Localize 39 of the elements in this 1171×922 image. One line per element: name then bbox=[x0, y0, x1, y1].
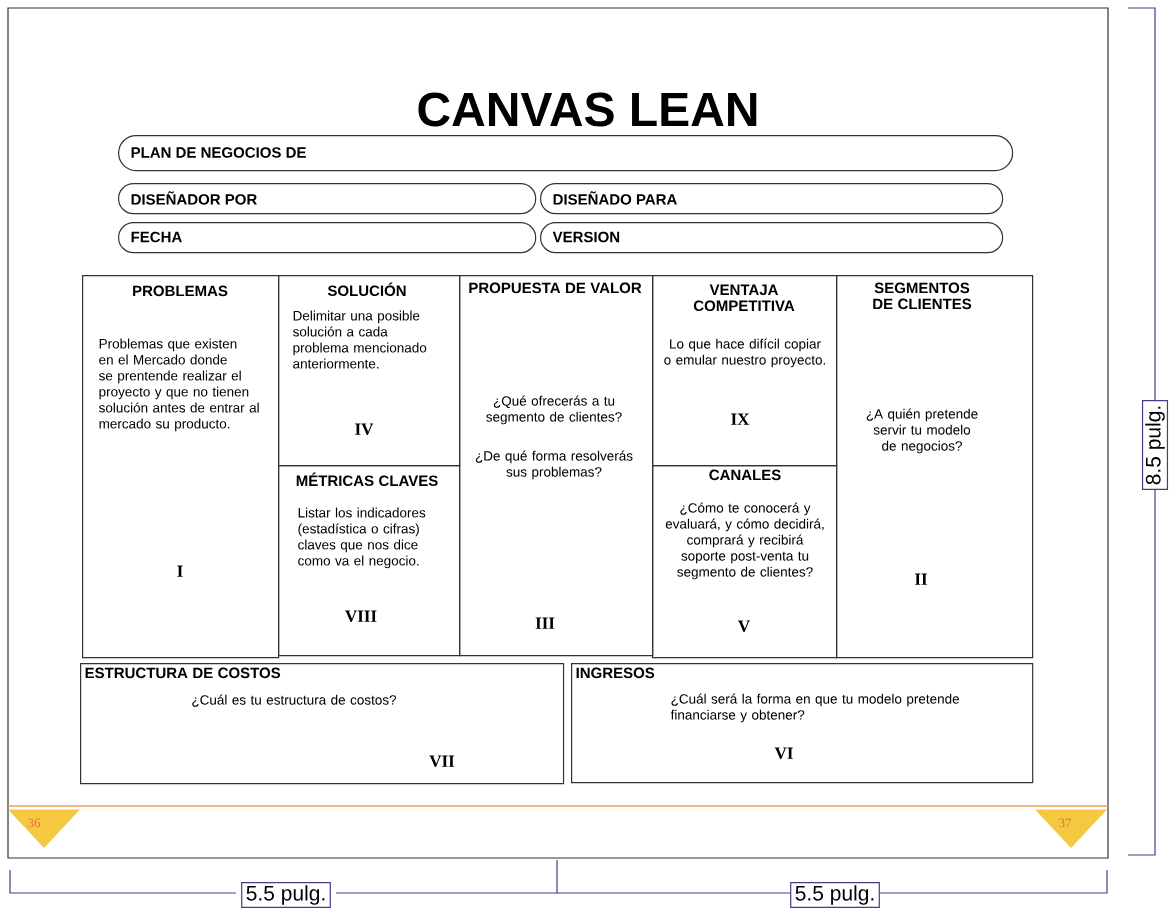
cell-text: ¿Cuál es tu estructura de costos? bbox=[192, 694, 397, 707]
roman-numeral: VII bbox=[429, 755, 455, 767]
cell-text: ¿Cuál será la forma en que tu modelo pretende financiarse y obtener? bbox=[670, 693, 960, 723]
input-field: DISEÑADO PARA bbox=[540, 183, 1004, 215]
cell-text: Delimitar una posible solución a cada problema mencionado anteriormente. bbox=[293, 310, 427, 369]
cell-text: Listar los indicadores (estadística o cifras) claves que nos dice como va el negocio. bbox=[298, 507, 426, 569]
page-number-triangle: 36 bbox=[8, 809, 80, 849]
roman-numeral: VIII bbox=[345, 610, 377, 622]
title: CANVAS LEAN bbox=[418, 92, 757, 127]
roman-numeral: III bbox=[535, 617, 555, 629]
cell-heading: PROPUESTA DE VALOR bbox=[469, 282, 642, 294]
cell-text: ¿A quién pretende servir tu modelo de negocios? bbox=[866, 408, 978, 454]
cell-heading: MÉTRICAS CLAVES bbox=[296, 472, 438, 487]
cell-text: ¿Qué ofrecerás a tu segmento de clientes? bbox=[486, 395, 622, 425]
cell-heading: PROBLEMAS bbox=[133, 285, 228, 297]
roman-numeral: I bbox=[177, 565, 183, 577]
roman-numeral: IV bbox=[355, 423, 374, 435]
page-number-triangle: 37 bbox=[1035, 809, 1107, 849]
input-field: DISEÑADOR POR bbox=[118, 183, 537, 215]
cell-heading: SOLUCIÓN bbox=[327, 282, 406, 297]
roman-numeral: VI bbox=[774, 747, 793, 759]
roman-numeral: V bbox=[738, 620, 750, 632]
cell-text: ¿De qué forma resolverás sus problemas? bbox=[475, 450, 633, 480]
cell-text: ¿Cómo te conocerá y evaluará, y cómo decidirá, comprará y recibirá soporte post-venta tu segmento de clientes? bbox=[665, 502, 824, 580]
dimension-label: 5.5 pulg. bbox=[790, 881, 880, 909]
cell-text: Problemas que existen en el Mercado donde se prentende realizar el proyecto y que no tienen solución antes de entrar al mercado su producto. bbox=[99, 338, 259, 432]
cell-heading: INGRESOS bbox=[576, 667, 655, 679]
cell-heading: ESTRUCTURA DE COSTOS bbox=[85, 667, 281, 679]
dimension-label: 8.5 pulg. bbox=[1141, 400, 1169, 490]
input-field: FECHA bbox=[118, 222, 537, 254]
input-field: PLAN DE NEGOCIOS DE bbox=[118, 135, 1014, 172]
dimension-label: 5.5 pulg. bbox=[241, 881, 331, 909]
input-field: VERSION bbox=[540, 222, 1004, 254]
cell-heading: CANALES bbox=[709, 469, 781, 481]
cell-heading: VENTAJA COMPETITIVA bbox=[693, 284, 795, 312]
cell-text: Lo que hace difícil copiar o emular nuestro proyecto. bbox=[664, 338, 826, 368]
roman-numeral: IX bbox=[731, 413, 750, 425]
roman-numeral: II bbox=[914, 573, 928, 585]
cell-heading: SEGMENTOS DE CLIENTES bbox=[873, 282, 972, 310]
